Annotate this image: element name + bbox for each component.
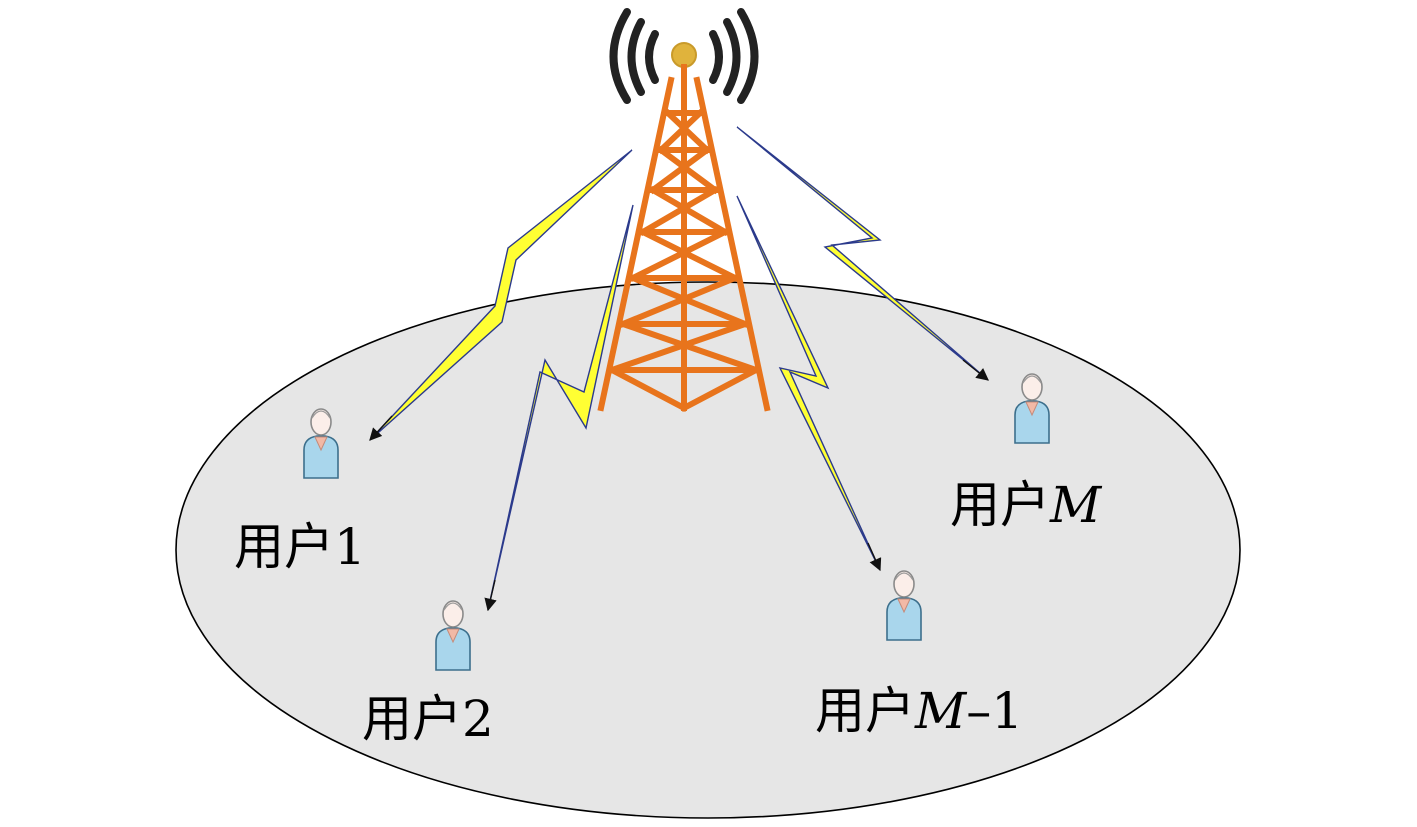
user-label-m-1: 用户M–1 (815, 686, 1023, 736)
user-label-number: 2 (462, 690, 494, 748)
user-label-1: 用户1 (234, 522, 366, 572)
user-label-variable: M (1050, 476, 1102, 534)
user-label-number: 1 (334, 518, 366, 576)
cell-coverage-area (175, 281, 1241, 819)
user-label-prefix: 用户 (815, 682, 915, 740)
user-label-m: 用户M (950, 480, 1101, 530)
link-arrowheads (369, 359, 989, 612)
user-label-variable: M (915, 682, 967, 740)
cell-tower-icon (597, 42, 771, 413)
user-label-number: –1 (966, 682, 1024, 740)
user-label-prefix: 用户 (362, 690, 462, 748)
user-label-2: 用户2 (362, 694, 494, 744)
user-label-prefix: 用户 (234, 518, 334, 576)
user-label-prefix: 用户 (950, 476, 1050, 534)
signal-wave-icon (609, 8, 759, 104)
